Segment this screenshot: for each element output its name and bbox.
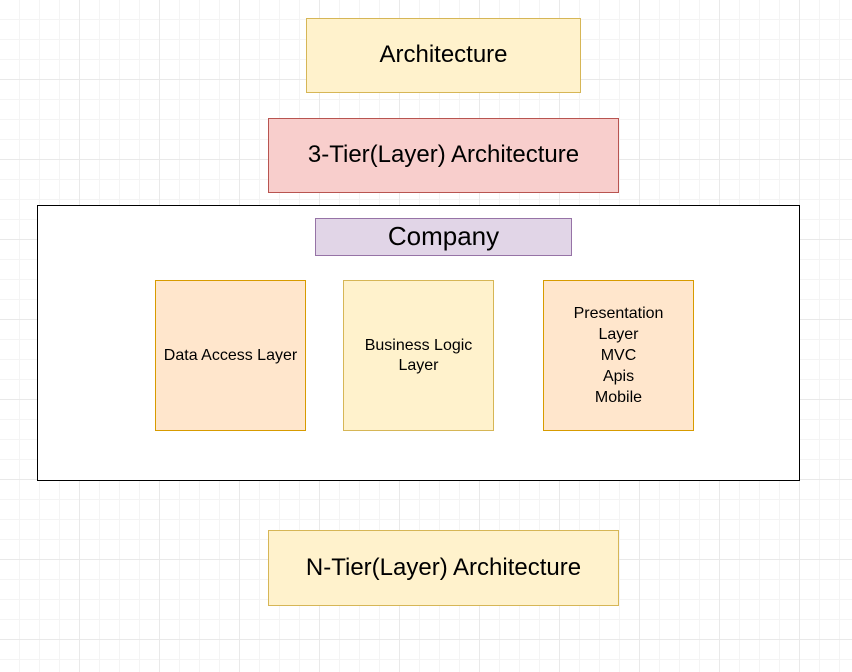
architecture-node[interactable]: Architecture bbox=[306, 18, 581, 93]
business-logic-layer-label: Business Logic Layer bbox=[364, 337, 473, 374]
company-label: Company bbox=[387, 221, 500, 252]
data-access-layer-node[interactable]: Data Access Layer bbox=[155, 280, 306, 431]
n-tier-architecture-node[interactable]: N-Tier(Layer) Architecture bbox=[268, 530, 619, 606]
three-tier-architecture-label: 3-Tier(Layer) Architecture bbox=[307, 141, 580, 169]
company-node[interactable]: Company bbox=[315, 218, 572, 256]
presentation-layer-label: Presentation Layer MVC Apis Mobile bbox=[573, 304, 664, 407]
data-access-layer-label: Data Access Layer bbox=[163, 346, 298, 364]
three-tier-architecture-node[interactable]: 3-Tier(Layer) Architecture bbox=[268, 118, 619, 193]
presentation-layer-node[interactable]: Presentation Layer MVC Apis Mobile bbox=[543, 280, 694, 431]
business-logic-layer-node[interactable]: Business Logic Layer bbox=[343, 280, 494, 431]
architecture-label: Architecture bbox=[379, 41, 508, 69]
n-tier-architecture-label: N-Tier(Layer) Architecture bbox=[305, 553, 582, 581]
